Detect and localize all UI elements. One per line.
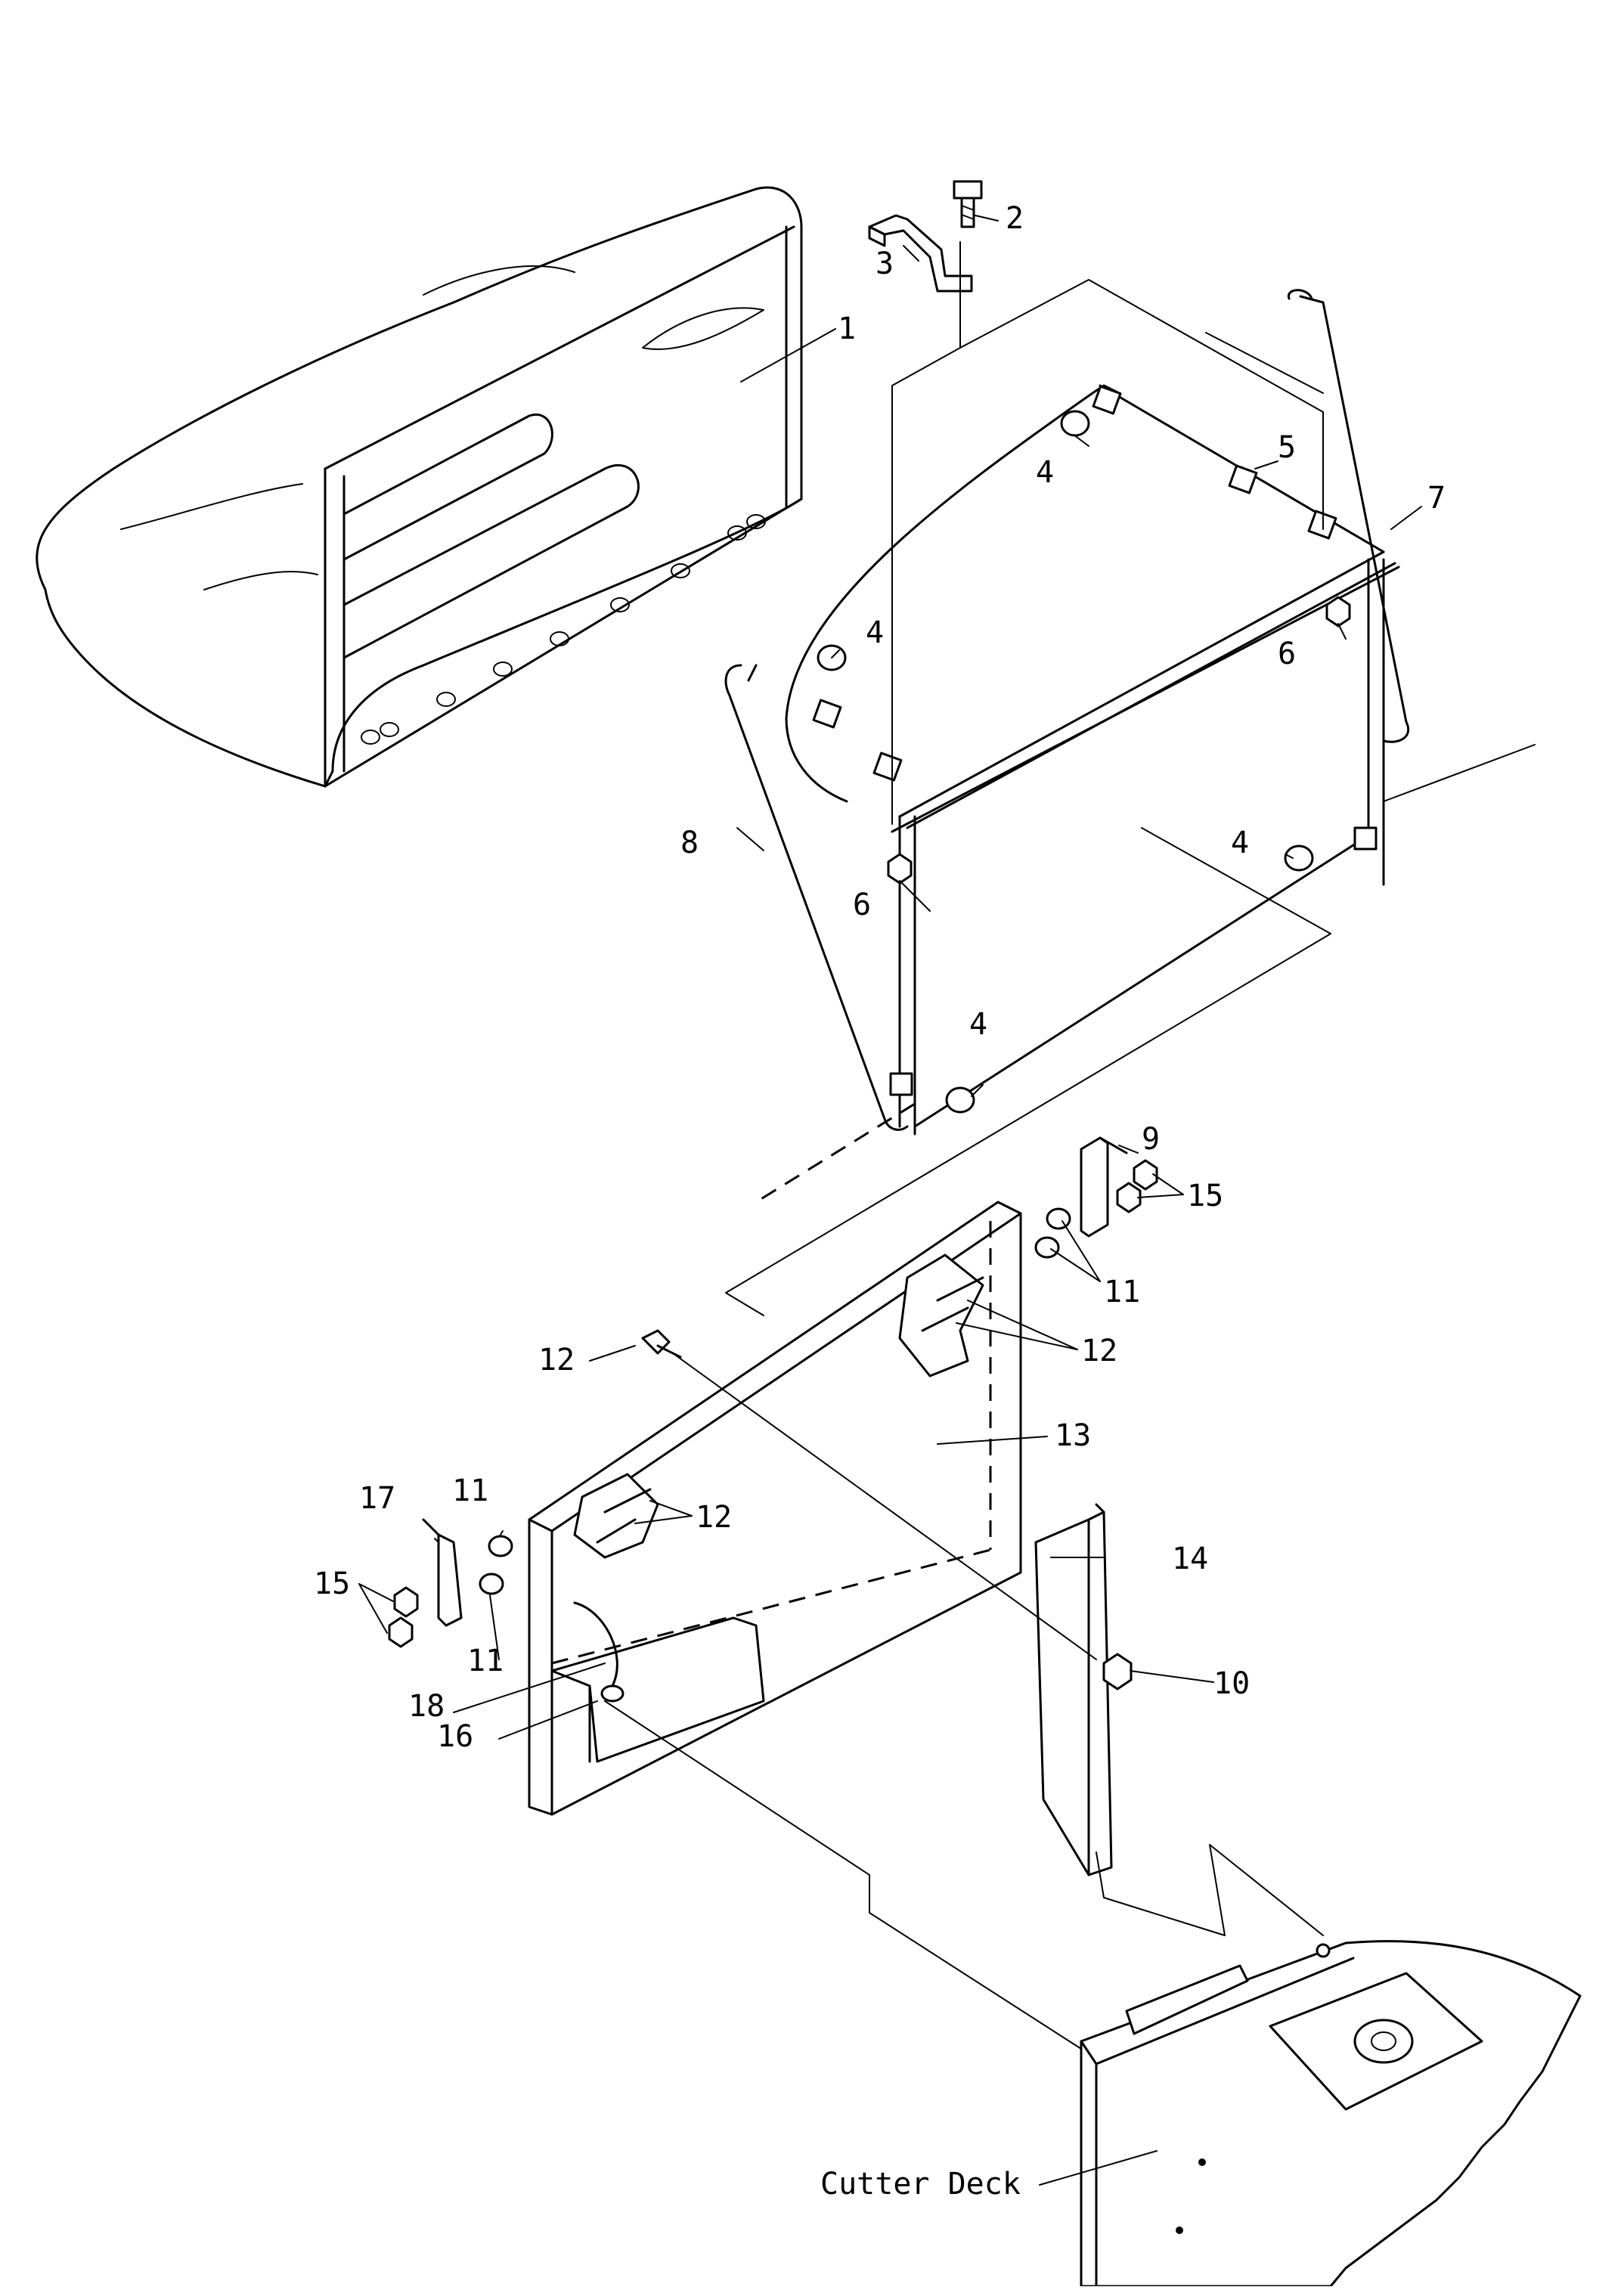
callout-14: 14 <box>1172 1542 1208 1576</box>
callout-4: 4 <box>969 1007 987 1042</box>
callout-15: 15 <box>1187 1179 1223 1213</box>
callout-16: 16 <box>437 1719 473 1754</box>
callout-5: 5 <box>1278 430 1296 465</box>
callout-3: 3 <box>876 246 894 281</box>
grass-bag-part <box>36 186 803 788</box>
bag-frame-part <box>724 289 1410 1136</box>
callout-10: 10 <box>1213 1666 1250 1701</box>
callout-17: 17 <box>359 1481 395 1516</box>
callout-9: 9 <box>1142 1122 1160 1157</box>
clamp-and-bolt-part <box>868 180 983 293</box>
cutter-deck-label: Cutter Deck <box>820 2167 1021 2202</box>
callout-labels: 1 2 3 4 4 4 4 5 6 6 7 8 9 10 11 11 11 12… <box>314 201 1446 2202</box>
assembly-lines <box>604 241 1536 2050</box>
callout-15: 15 <box>314 1566 350 1601</box>
callout-8: 8 <box>680 826 699 860</box>
bracket-part <box>422 1136 1128 1627</box>
callout-11: 11 <box>452 1473 488 1508</box>
side-chute-part <box>1034 1503 1113 1876</box>
fasteners <box>388 1159 1158 1703</box>
callout-12: 12 <box>1081 1334 1117 1368</box>
callout-1: 1 <box>838 311 856 346</box>
callout-4: 4 <box>1036 455 1054 490</box>
callout-13: 13 <box>1055 1418 1091 1453</box>
callout-6: 6 <box>1278 637 1296 671</box>
cutter-deck-part <box>1080 1940 1582 2288</box>
callout-18: 18 <box>408 1689 445 1724</box>
leader-lines <box>358 215 1422 2186</box>
callout-7: 7 <box>1427 481 1446 516</box>
callout-12: 12 <box>538 1343 575 1377</box>
callout-6: 6 <box>853 888 871 922</box>
callout-12: 12 <box>696 1500 732 1535</box>
callout-11: 11 <box>1104 1275 1140 1309</box>
callout-4: 4 <box>1231 826 1249 860</box>
callout-2: 2 <box>1006 201 1024 236</box>
callout-11: 11 <box>467 1644 504 1678</box>
callout-4: 4 <box>866 615 884 650</box>
chute-plate-part <box>528 1201 1022 1816</box>
